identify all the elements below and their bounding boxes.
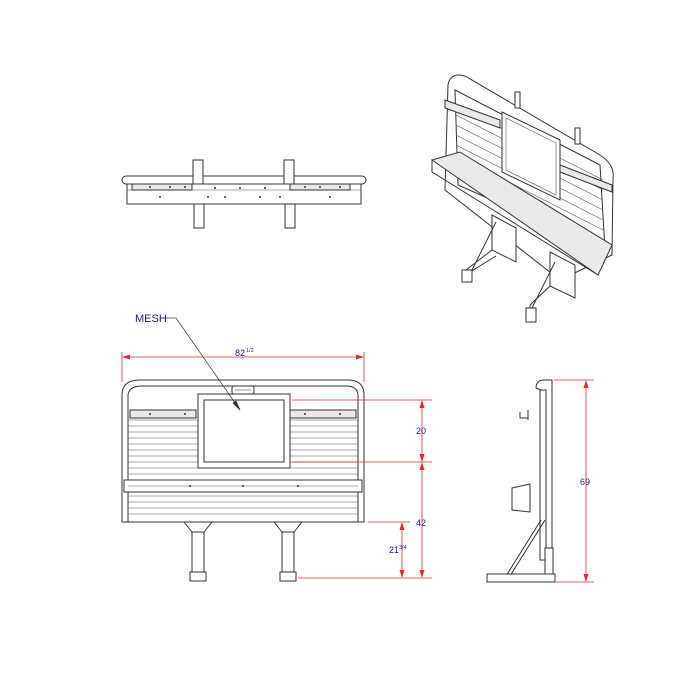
- top-view: [121, 159, 367, 229]
- top-view-rail: [121, 175, 367, 185]
- top-view-leg-left: [193, 203, 205, 229]
- isometric-view: [430, 74, 614, 323]
- dim-window-value: 20: [416, 426, 426, 436]
- side-view: [486, 379, 556, 583]
- dim-total-value: 69: [580, 477, 590, 487]
- dimension-total-height: 69: [554, 379, 594, 583]
- front-bracket-left: [129, 409, 197, 419]
- front-leg-left: [191, 531, 205, 573]
- dim-leg-frac: 3/4: [399, 545, 407, 551]
- dimension-overall-width: 82 1/2: [121, 348, 365, 382]
- top-view-bracket-right: [283, 159, 295, 185]
- dim-width-value: 82: [235, 348, 245, 358]
- dimension-window-height: 20: [292, 399, 432, 463]
- front-mesh-window: [197, 393, 291, 469]
- mesh-label: MESH: [135, 313, 167, 325]
- iso-tray: [430, 151, 613, 276]
- dimension-lower-height: 42: [298, 462, 432, 579]
- top-view-bracket-left: [192, 159, 204, 185]
- side-tray: [511, 483, 531, 513]
- iso-mesh-window: [501, 111, 561, 201]
- dim-leg-value: 21: [389, 545, 399, 555]
- side-base: [486, 573, 556, 583]
- front-bracket-right: [289, 409, 357, 419]
- top-view-leg-right: [284, 203, 296, 229]
- dim-lower-value: 42: [416, 518, 426, 528]
- front-leg-right: [281, 531, 295, 573]
- dimension-leg-height: 21 3/4: [368, 521, 410, 578]
- front-view: MESH: [121, 313, 365, 582]
- dim-width-frac: 1/2: [246, 348, 254, 354]
